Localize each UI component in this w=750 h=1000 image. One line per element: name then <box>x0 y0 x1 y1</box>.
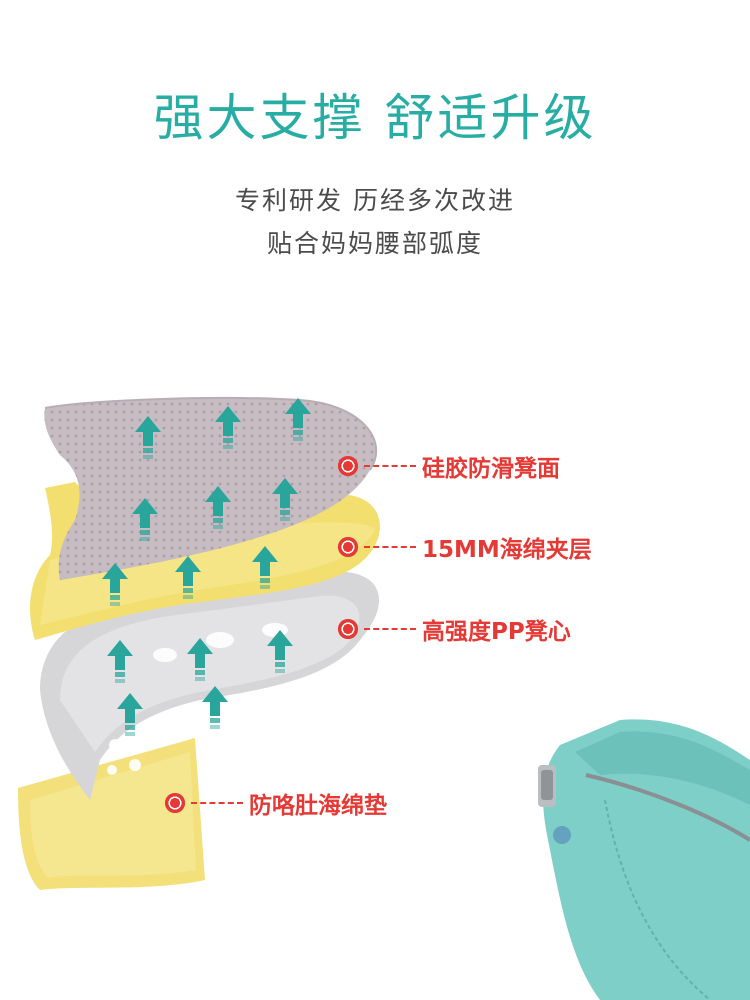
marker-dot-icon <box>338 456 358 476</box>
callout-label: 高强度PP凳心 <box>422 619 571 645</box>
subtitle-line-2: 贴合妈妈腰部弧度 <box>266 229 483 258</box>
callout-foam-layer: 15MM海绵夹层 <box>338 532 592 563</box>
callout-label: 硅胶防滑凳面 <box>422 456 560 482</box>
subtitle-line-1: 专利研发 历经多次改进 <box>235 186 515 215</box>
leader-line <box>364 465 416 467</box>
callout-label: 15MM海绵夹层 <box>422 537 592 563</box>
page-title: 强大支撑 舒适升级 <box>153 89 597 147</box>
callout-label: 防咯肚海绵垫 <box>249 793 387 819</box>
leader-line <box>364 546 416 548</box>
leader-line <box>364 628 416 630</box>
hip-seat-product-image <box>538 719 750 1000</box>
leader-line <box>191 802 243 804</box>
callout-pp-core: 高强度PP凳心 <box>338 614 571 645</box>
seat-layers-illustration <box>18 397 750 1000</box>
marker-dot-icon <box>338 619 358 639</box>
marker-dot-icon <box>165 793 185 813</box>
callout-silicone-surface: 硅胶防滑凳面 <box>338 451 560 482</box>
callout-anti-belly-pad: 防咯肚海绵垫 <box>165 788 387 819</box>
silicone-anti-slip-surface <box>44 397 377 580</box>
marker-dot-icon <box>338 537 358 557</box>
